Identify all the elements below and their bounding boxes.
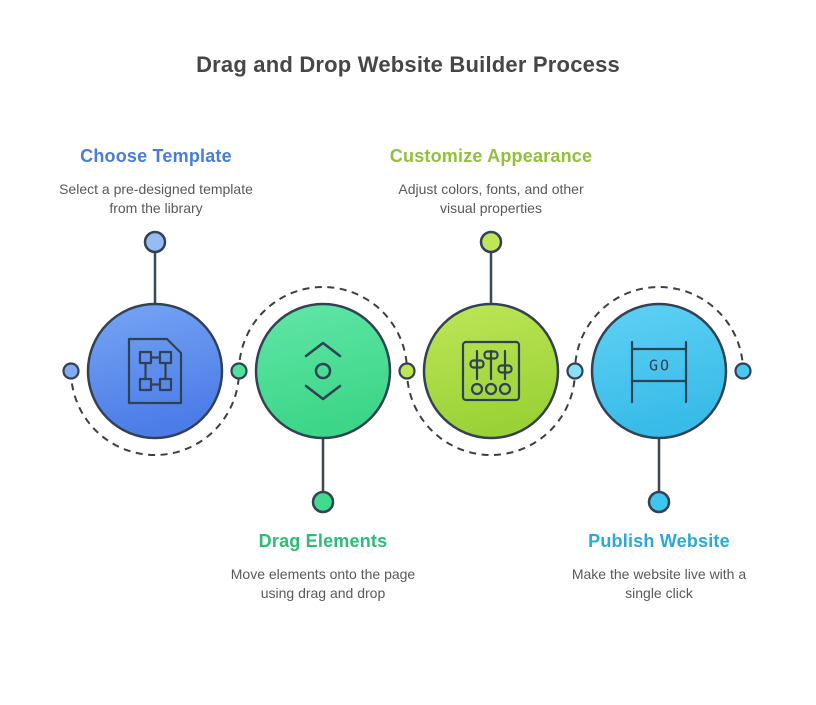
step-node-drag-elements — [254, 302, 392, 514]
step-description-line: Select a pre-designed template — [59, 181, 253, 197]
step-label-publish-website: Publish Website Make the website live wi… — [524, 531, 794, 603]
step-label-drag-elements: Drag Elements Move elements onto the pag… — [188, 531, 458, 603]
template-selection-icon — [127, 337, 183, 405]
step-label-customize-appearance: Customize Appearance Adjust colors, font… — [356, 146, 626, 218]
step-description-line: from the library — [109, 200, 203, 216]
step-circle — [86, 302, 224, 440]
flow-dot-start — [62, 362, 80, 380]
label-anchor-dot — [647, 490, 671, 514]
step-description-line: visual properties — [440, 200, 542, 216]
drag-vertical-icon — [304, 341, 342, 401]
flow-dot-2-3 — [398, 362, 416, 380]
flow-dot-1-2 — [230, 362, 248, 380]
step-title: Choose Template — [80, 146, 232, 166]
step-description: Move elements onto the page using drag a… — [188, 565, 458, 603]
step-title: Drag Elements — [258, 531, 388, 551]
sliders-icon — [461, 340, 521, 402]
flow-dot-end — [734, 362, 752, 380]
step-description: Select a pre-designed template from the … — [21, 180, 291, 218]
go-banner-icon: GO — [630, 340, 688, 404]
step-node-customize-appearance — [422, 230, 560, 440]
step-description-line: Adjust colors, fonts, and other — [398, 181, 584, 197]
step-description-line: Move elements onto the page — [230, 566, 416, 582]
step-title: Customize Appearance — [389, 146, 593, 166]
label-anchor-dot — [143, 230, 167, 254]
step-label-choose-template: Choose Template Select a pre-designed te… — [21, 146, 291, 218]
step-node-choose-template — [86, 230, 224, 440]
step-description: Adjust colors, fonts, and other visual p… — [356, 180, 626, 218]
step-description: Make the website live with a single clic… — [524, 565, 794, 603]
step-node-publish-website: GO — [590, 302, 728, 514]
step-description-line: using drag and drop — [260, 585, 386, 601]
step-description-line: single click — [625, 585, 693, 601]
step-circle — [590, 302, 728, 440]
step-description-line: Make the website live with a — [571, 566, 747, 582]
label-anchor-dot — [311, 490, 335, 514]
step-title: Publish Website — [588, 531, 730, 551]
go-banner-text: GO — [649, 357, 671, 375]
flow-dot-3-4 — [566, 362, 584, 380]
step-circle — [254, 302, 392, 440]
page-title: Drag and Drop Website Builder Process — [196, 52, 620, 77]
label-anchor-dot — [479, 230, 503, 254]
